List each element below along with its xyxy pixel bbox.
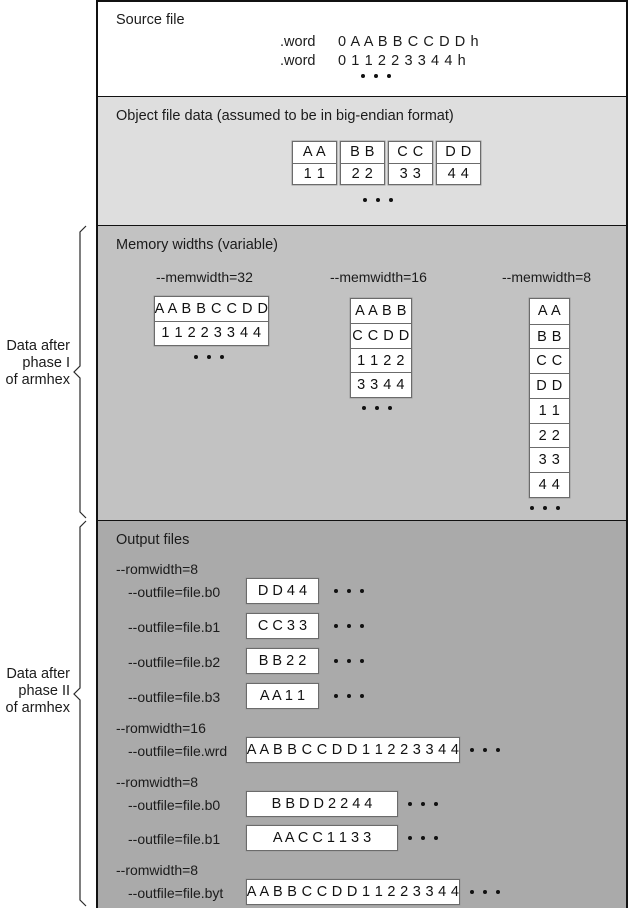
outfile-label: --outfile=file.b1	[128, 619, 221, 635]
object-column: D D 4 4	[436, 141, 481, 185]
panel-source-file: Source file .word 0 A A B B C C D D h .w…	[98, 2, 626, 97]
memwidth-32-box: A A B B C C D D 1 1 2 2 3 3 4 4	[154, 296, 269, 346]
outfile-label: --outfile=file.byt	[128, 885, 224, 901]
object-cell-bottom: 4 4	[437, 162, 480, 184]
panel-memory-widths: Memory widths (variable) --memwidth=32 A…	[98, 226, 626, 521]
outfile-data-box: C C 3 3	[246, 613, 319, 639]
memwidth-16-cell: C C D D	[351, 323, 411, 348]
panel-object-file-data: Object file data (assumed to be in big-e…	[98, 97, 626, 226]
memwidth-8-cell: B B	[530, 323, 569, 349]
outfile-label: --outfile=file.b3	[128, 689, 221, 705]
memwidth-8-cell: 3 3	[530, 447, 569, 472]
memwidth-8-cell: A A	[537, 303, 562, 320]
romwidth-label: --romwidth=8	[116, 862, 199, 878]
memwidth-8-cell: C C	[530, 348, 569, 373]
romwidth-label: --romwidth=8	[116, 561, 199, 577]
ellipsis-dots	[361, 74, 391, 78]
memwidth-8-cell: 4 4	[530, 472, 569, 497]
source-value: 0 1 1 2 2 3 3 4 4 h	[338, 53, 467, 69]
outfile-label: --outfile=file.b2	[128, 654, 221, 670]
memwidth-8-cell: 1 1	[530, 397, 569, 423]
outfile-data-box: B B D D 2 2 4 4	[246, 791, 398, 817]
source-value: 0 A A B B C C D D h	[338, 34, 480, 50]
memwidth-8-cell: D D	[530, 373, 569, 398]
phase-1-label: Data after phase I of armhex	[5, 338, 70, 388]
object-cell-top: B B	[350, 144, 375, 161]
object-cell-bottom: 2 2	[341, 162, 384, 184]
panel-output-files: Output files --romwidth=8 --outfile=file…	[98, 521, 626, 908]
memwidth-32-label: --memwidth=32	[156, 269, 253, 285]
memwidth-16-box: A A B B C C D D 1 1 2 2 3 3 4 4	[350, 298, 412, 398]
memwidth-16-cell: A A B B	[355, 303, 407, 320]
outfile-data-box: A A B B C C D D 1 1 2 2 3 3 4 4	[246, 737, 460, 763]
ellipsis-dots	[408, 836, 438, 840]
object-cell-bottom: 1 1	[293, 162, 336, 184]
phase-2-label: Data after phase II of armhex	[5, 666, 70, 716]
outfile-label: --outfile=file.b1	[128, 831, 221, 847]
ellipsis-dots	[530, 506, 560, 510]
source-file-title: Source file	[116, 12, 185, 28]
memwidth-8-cell: 2 2	[530, 422, 569, 448]
memwidth-16-cell: 3 3 4 4	[351, 372, 411, 397]
memwidth-16-label: --memwidth=16	[330, 269, 427, 285]
outfile-label: --outfile=file.wrd	[128, 743, 228, 759]
outfile-data-box: D D 4 4	[246, 578, 319, 604]
outfile-data-box: A A C C 1 1 3 3	[246, 825, 398, 851]
memwidth-16-cell: 1 1 2 2	[351, 347, 411, 373]
romwidth-label: --romwidth=8	[116, 774, 199, 790]
ellipsis-dots	[334, 589, 364, 593]
outfile-label: --outfile=file.b0	[128, 584, 221, 600]
ellipsis-dots	[334, 659, 364, 663]
object-cell-top: A A	[302, 144, 327, 161]
diagram-frame: Source file .word 0 A A B B C C D D h .w…	[96, 0, 628, 908]
source-keyword: .word	[280, 34, 316, 50]
ellipsis-dots	[362, 406, 392, 410]
outfile-data-box: A A B B C C D D 1 1 2 2 3 3 4 4	[246, 879, 460, 905]
object-cell-top: C C	[397, 144, 424, 161]
outfile-label: --outfile=file.b0	[128, 797, 221, 813]
romwidth-label: --romwidth=16	[116, 720, 206, 736]
object-column: C C 3 3	[388, 141, 433, 185]
ellipsis-dots	[470, 890, 500, 894]
object-column: A A 1 1	[292, 141, 337, 185]
outfile-data-box: B B 2 2	[246, 648, 319, 674]
ellipsis-dots	[334, 694, 364, 698]
phase-2-bracket	[73, 520, 87, 907]
outfile-data-box: A A 1 1	[246, 683, 319, 709]
memwidth-8-label: --memwidth=8	[502, 269, 592, 285]
source-keyword: .word	[280, 53, 316, 69]
memwidth-32-cell: A A B B C C D D	[154, 300, 269, 317]
object-cell-bottom: 3 3	[389, 162, 432, 184]
output-files-title: Output files	[116, 532, 190, 548]
ellipsis-dots	[194, 355, 224, 359]
object-cell-top: D D	[445, 144, 472, 161]
memwidth-8-box: A A B B C C D D 1 1 2 2 3 3 4 4	[529, 298, 570, 498]
object-column: B B 2 2	[340, 141, 385, 185]
ellipsis-dots	[363, 198, 393, 202]
ellipsis-dots	[334, 624, 364, 628]
memwidth-32-cell: 1 1 2 2 3 3 4 4	[155, 320, 268, 345]
ellipsis-dots	[408, 802, 438, 806]
ellipsis-dots	[470, 748, 500, 752]
phase-1-bracket	[73, 225, 87, 519]
memory-widths-title: Memory widths (variable)	[116, 237, 278, 253]
object-file-title: Object file data (assumed to be in big-e…	[116, 108, 454, 124]
